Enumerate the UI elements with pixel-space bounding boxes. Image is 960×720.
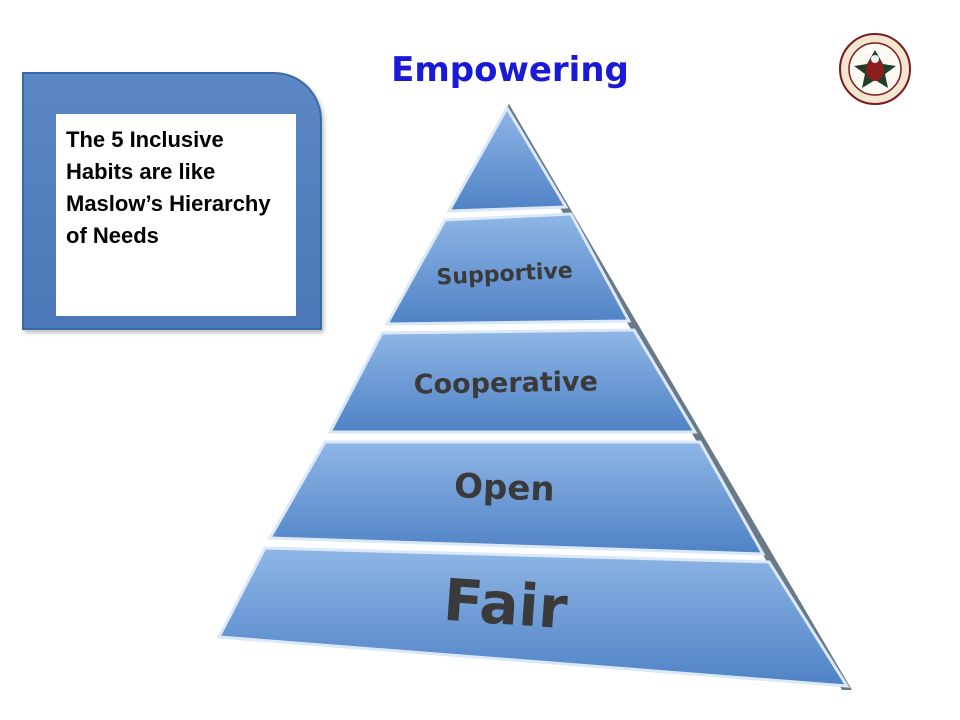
level-label-fair: Fair bbox=[441, 566, 570, 643]
slide-title: Empowering bbox=[391, 50, 629, 90]
level-label-open: Open bbox=[453, 466, 555, 509]
pyramid-level-supportive bbox=[384, 212, 632, 326]
pyramid-level-top bbox=[446, 105, 569, 213]
pyramid-level-open bbox=[267, 440, 766, 556]
pyramid-level-cooperative bbox=[327, 328, 698, 434]
level-label-cooperative: Cooperative bbox=[414, 366, 599, 400]
eagle-seal-icon bbox=[839, 33, 911, 105]
pyramid-level-fair bbox=[216, 546, 850, 688]
callout-text: The 5 Inclusive Habits are like Maslow’s… bbox=[56, 114, 296, 316]
